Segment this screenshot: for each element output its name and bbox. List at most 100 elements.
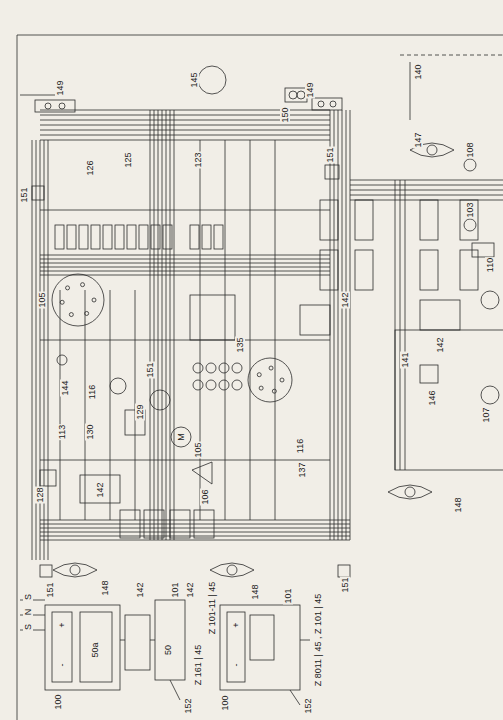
callout-number: 105: [193, 441, 203, 458]
harness-wire: [342, 110, 343, 540]
callout-number: 151: [19, 186, 29, 203]
connector: [170, 510, 190, 538]
lamp: [481, 386, 499, 404]
wire: [20, 95, 60, 96]
terminal-block: [325, 165, 339, 179]
component-circle: [289, 91, 297, 99]
callout-number: 151: [325, 146, 335, 163]
bulb: [227, 565, 237, 575]
fuse: [151, 225, 160, 249]
harness-wire: [350, 195, 503, 196]
callout-number: 146: [427, 389, 437, 406]
harness-wire: [275, 140, 276, 520]
harness-wire: [154, 110, 155, 540]
switch-block: [80, 475, 120, 503]
harness-wire: [40, 255, 330, 256]
harness-wire: [350, 110, 351, 540]
pin: [259, 386, 263, 390]
callout-number: 142: [135, 581, 145, 598]
fuse: [79, 225, 88, 249]
harness-wire: [40, 520, 350, 521]
callout-number: 105: [37, 291, 47, 308]
callout-number: 123: [193, 151, 203, 168]
callout-number: 140: [413, 63, 423, 80]
callout-number: 142: [185, 581, 195, 598]
harness-wire: [40, 263, 330, 264]
harness-wire: [40, 125, 330, 126]
terminal-block: [32, 186, 44, 200]
terminal-block: [35, 100, 75, 112]
harness-wire: [350, 190, 503, 191]
callout-number: S: [23, 623, 33, 631]
page-border: [17, 35, 503, 36]
wire: [40, 340, 330, 341]
callout-number: 113: [57, 424, 67, 440]
part-reference: Z 101-11 | 45: [207, 581, 217, 636]
callout-number: 148: [453, 496, 463, 513]
headlamp: [210, 563, 254, 577]
harness-wire: [350, 185, 503, 186]
switch: [472, 243, 494, 257]
fuse: [214, 225, 223, 249]
harness-wire: [40, 267, 330, 268]
harness-wire: [40, 540, 350, 541]
callout-number: 142: [95, 481, 105, 498]
callout-number: 151: [340, 576, 350, 593]
pin: [69, 313, 73, 317]
wire: [300, 640, 310, 641]
callout-number: 142: [435, 336, 445, 353]
terminal-block: [312, 98, 342, 110]
callout-number: -: [231, 663, 241, 668]
bulb: [427, 145, 437, 155]
battery-cell: [227, 612, 245, 682]
callout-number: 142: [340, 291, 350, 308]
callout-number: 141: [400, 351, 410, 368]
fuse: [115, 225, 124, 249]
component-circle: [464, 219, 476, 231]
warning-lamp: [232, 380, 242, 390]
harness-wire: [40, 536, 350, 537]
callout-number: N: [23, 608, 33, 617]
bulb: [405, 487, 415, 497]
callout-number: 147: [413, 131, 423, 148]
wire: [40, 460, 330, 461]
switch: [40, 470, 56, 486]
harness-wire: [40, 524, 350, 525]
fuse: [163, 225, 172, 249]
gauge: [110, 378, 126, 394]
callout-number: 145: [189, 71, 199, 88]
fuse: [139, 225, 148, 249]
harness-wire: [40, 140, 330, 141]
callout-number: M: [176, 432, 186, 442]
multi-plug: [198, 66, 226, 94]
part-reference: Z 8011 | 45 , Z 101 | 45: [313, 593, 323, 688]
callout-number: 108: [465, 141, 475, 158]
callout-number: 125: [123, 151, 133, 168]
relay: [125, 615, 150, 670]
warning-lamp: [219, 363, 229, 373]
callout-number: 149: [55, 79, 65, 96]
callout-number: 151: [45, 581, 55, 598]
pin: [257, 373, 261, 377]
wire: [120, 640, 125, 641]
relay-block: [190, 295, 235, 340]
fuse: [103, 225, 112, 249]
callout-number: 151: [145, 361, 155, 378]
harness-wire: [40, 130, 330, 131]
callout-number: 110: [485, 257, 495, 273]
connector: [320, 250, 338, 290]
pin: [280, 378, 284, 382]
harness-wire: [40, 135, 330, 136]
fuse: [55, 225, 64, 249]
harness-wire: [40, 271, 330, 272]
callout-number: 152: [183, 697, 193, 714]
connector: [420, 250, 438, 290]
harness-wire: [405, 180, 406, 470]
callout-number: 152: [303, 697, 313, 714]
connector: [120, 510, 140, 538]
harness-wire: [338, 110, 339, 540]
component-circle: [297, 91, 305, 99]
wire: [410, 62, 411, 120]
battery-box: [220, 605, 300, 690]
callout-number: 100: [220, 694, 230, 711]
